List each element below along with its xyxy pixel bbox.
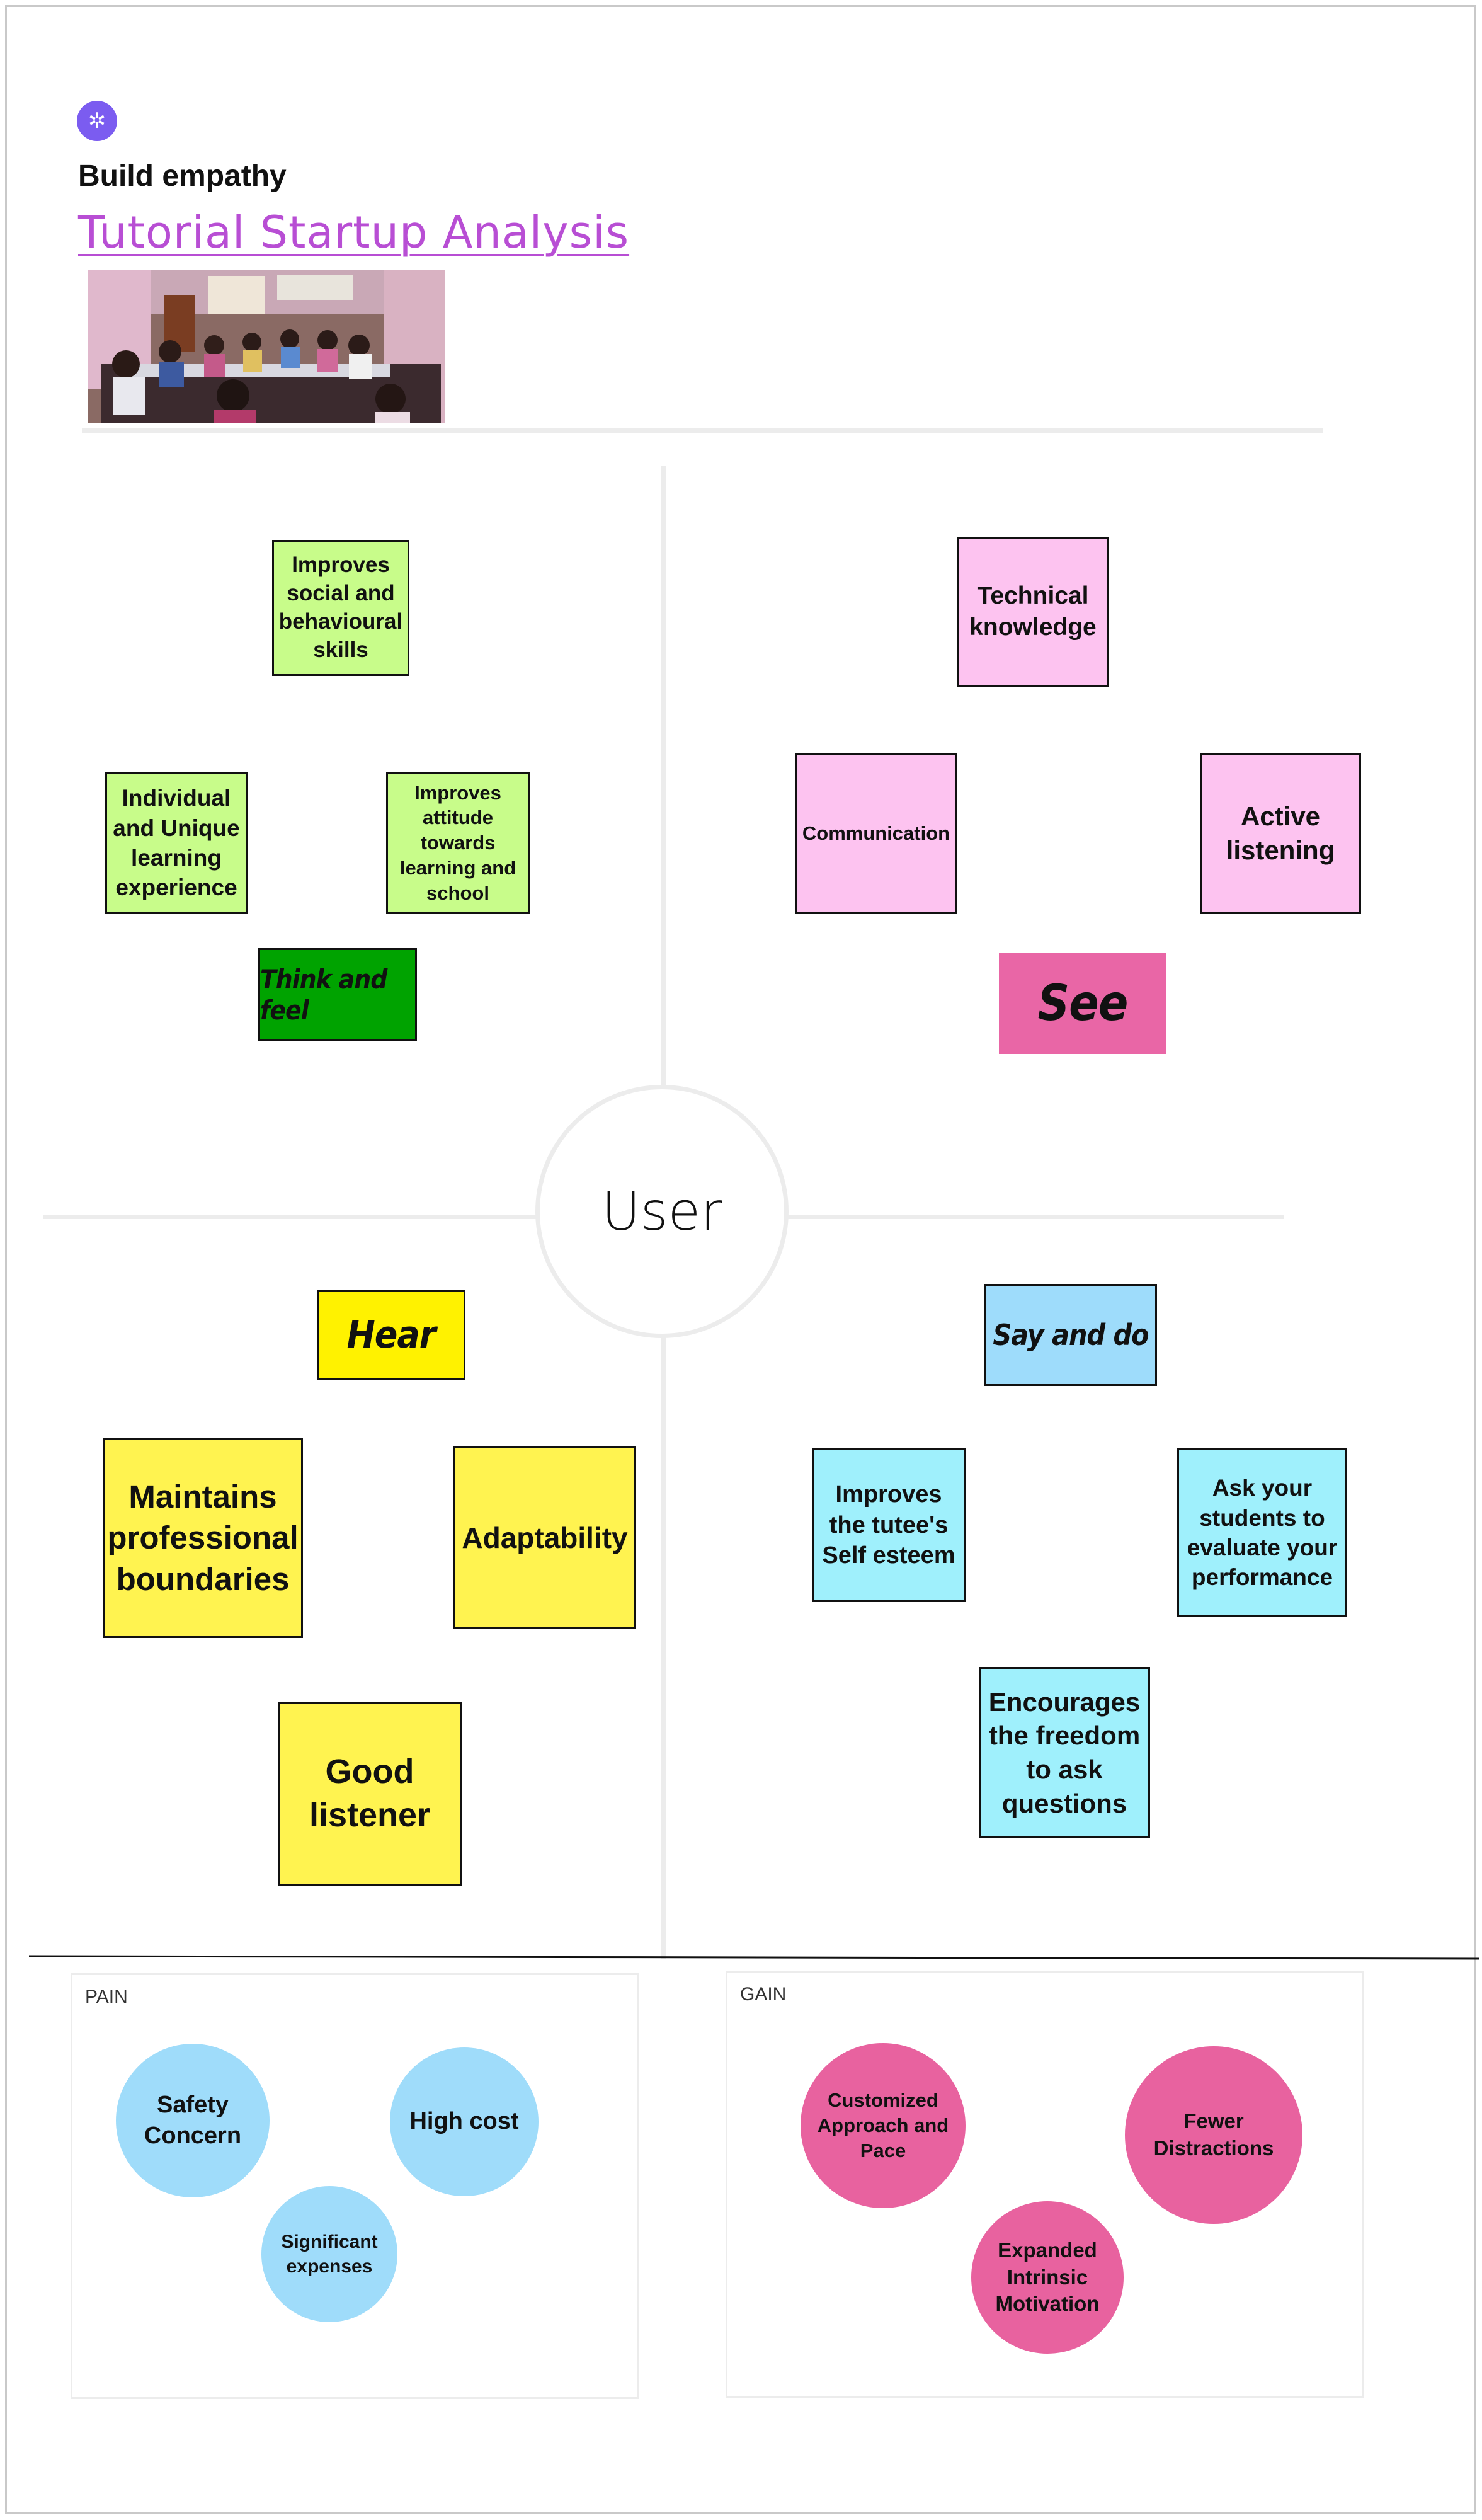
header-divider — [82, 428, 1323, 433]
pain-panel-label: PAIN — [85, 1986, 128, 2007]
sticky-note-active-listening[interactable]: Active listening — [1200, 753, 1361, 914]
sticky-note-communication[interactable]: Communication — [795, 753, 957, 914]
sticky-note-self-esteem[interactable]: Improves the tutee's Self esteem — [812, 1448, 966, 1602]
sticky-note-evaluate-performance[interactable]: Ask your students to evaluate your perfo… — [1177, 1448, 1347, 1617]
quadrant-heading-see[interactable]: See — [999, 953, 1166, 1054]
sticky-note-unique-learning[interactable]: Individual and Unique learning experienc… — [105, 772, 248, 914]
sticky-note-professional-boundaries[interactable]: Maintains professional boundaries — [103, 1438, 303, 1638]
classroom-photo[interactable] — [88, 270, 445, 423]
horizontal-axis-right — [787, 1215, 1284, 1219]
sticky-note-social-skills[interactable]: Improves social and behavioural skills — [272, 540, 409, 676]
section-divider-line — [28, 1955, 1479, 1960]
pain-bubble-safety[interactable]: Safety Concern — [116, 2044, 270, 2197]
sparkle-icon[interactable]: ✲ — [77, 101, 117, 141]
quadrant-heading-hear[interactable]: Hear — [317, 1290, 465, 1380]
sticky-note-technical-knowledge[interactable]: Technical knowledge — [957, 537, 1109, 687]
user-center-circle[interactable]: User — [535, 1085, 789, 1338]
sticky-note-adaptability[interactable]: Adaptability — [453, 1446, 636, 1629]
pain-bubble-expenses[interactable]: Significant expenses — [261, 2186, 397, 2322]
board-title[interactable]: Tutorial Startup Analysis — [78, 207, 630, 258]
quadrant-heading-say-and-do[interactable]: Say and do — [984, 1284, 1157, 1386]
sticky-note-attitude[interactable]: Improves attitude towards learning and s… — [386, 772, 530, 914]
vertical-axis-top — [661, 466, 666, 1087]
classroom-photo-illustration — [88, 270, 445, 423]
gain-bubble-customized[interactable]: Customized Approach and Pace — [801, 2043, 966, 2208]
quadrant-heading-think-and-feel[interactable]: Think and feel — [258, 948, 417, 1041]
horizontal-axis-left — [43, 1215, 537, 1219]
gain-panel-label: GAIN — [740, 1984, 787, 2005]
board-frame — [5, 5, 1476, 2514]
sticky-note-good-listener[interactable]: Good listener — [278, 1702, 462, 1886]
gain-bubble-intrinsic-motivation[interactable]: Expanded Intrinsic Motivation — [971, 2201, 1124, 2354]
sticky-note-freedom-to-ask[interactable]: Encourages the freedom to ask questions — [979, 1667, 1150, 1838]
pain-bubble-high-cost[interactable]: High cost — [390, 2048, 539, 2196]
board-subtitle: Build empathy — [78, 159, 287, 193]
gain-bubble-fewer-distractions[interactable]: Fewer Distractions — [1125, 2046, 1302, 2224]
vertical-axis-bottom — [661, 1336, 666, 1959]
